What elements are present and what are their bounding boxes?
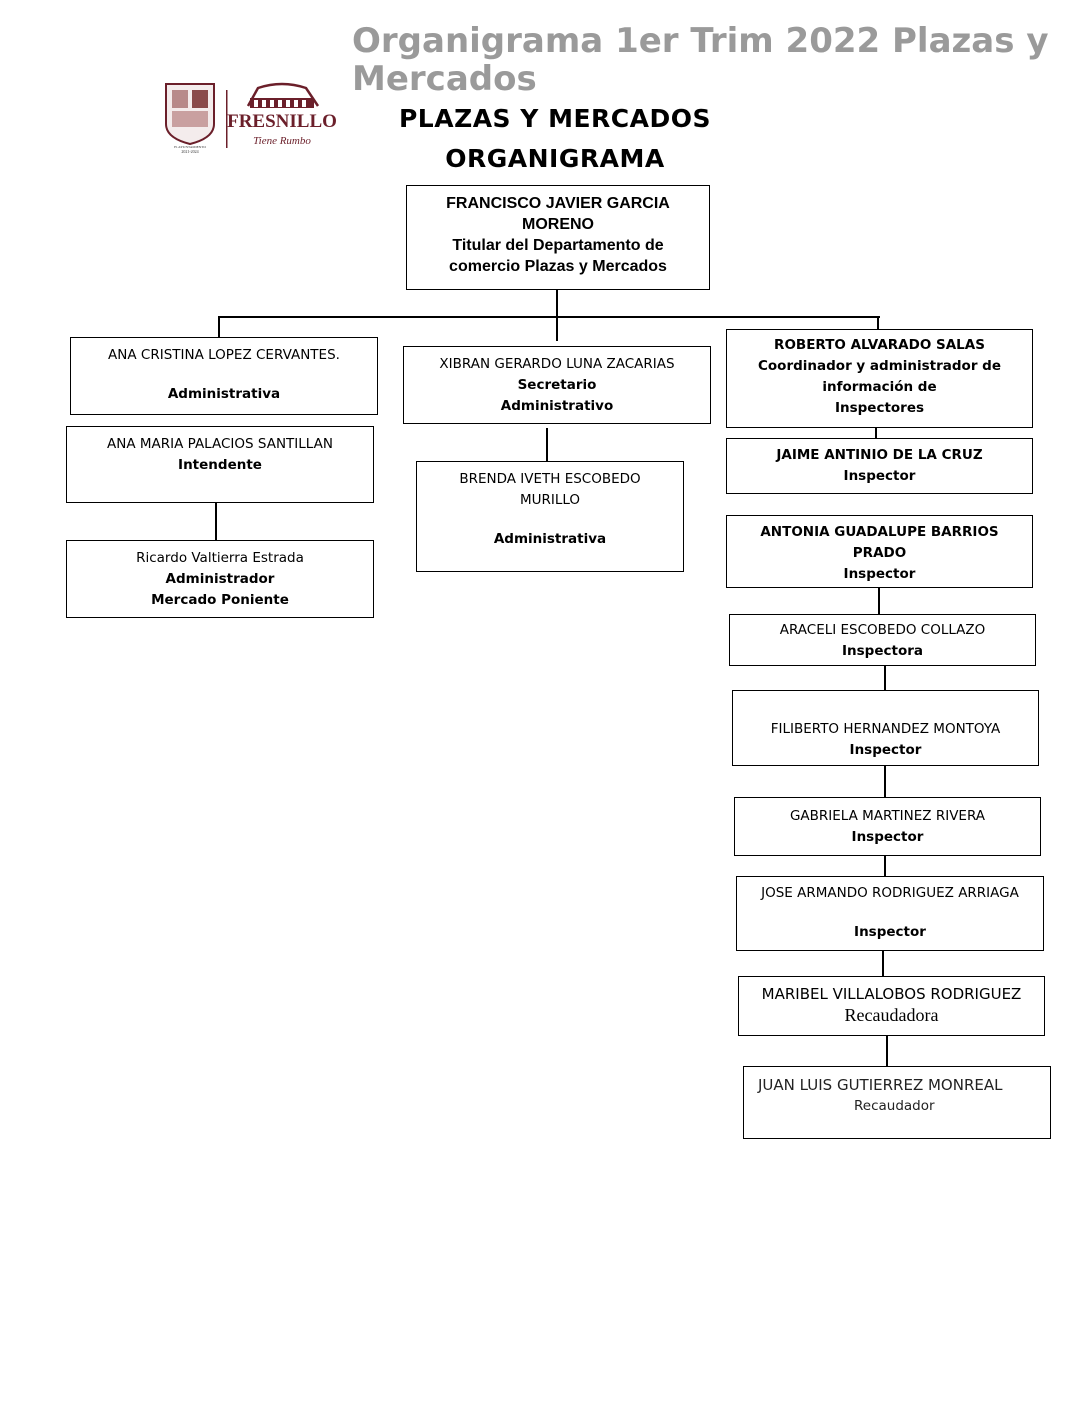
right-8-name: MARIBEL VILLALOBOS RODRIGUEZ: [761, 985, 1022, 1003]
right-6-role: Inspector: [851, 829, 924, 845]
org-box-left-1: ANA CRISTINA LOPEZ CERVANTES. Administra…: [70, 337, 378, 415]
right-8-role: Recaudadora: [844, 1005, 939, 1025]
org-box-right-5: FILIBERTO HERNANDEZ MONTOYA Inspector: [732, 690, 1039, 766]
connector-right-6-7: [884, 855, 886, 877]
org-box-right-8: MARIBEL VILLALOBOS RODRIGUEZ Recaudadora: [738, 976, 1045, 1036]
connector-right-3-4: [878, 587, 880, 615]
middle-2-name-line-2: MURILLO: [519, 492, 581, 508]
left-1-name: ANA CRISTINA LOPEZ CERVANTES.: [108, 347, 340, 363]
connector-right-5-6: [884, 765, 886, 797]
chart-heading-line-1: PLAZAS Y MERCADOS: [398, 104, 711, 133]
connector-middle-1-2: [546, 428, 548, 461]
middle-1-name: XIBRAN GERARDO LUNA ZACARIAS: [439, 356, 675, 372]
org-box-right-7: JOSE ARMANDO RODRIGUEZ ARRIAGA Inspector: [736, 876, 1044, 951]
connector-right-4-5: [884, 665, 886, 691]
right-9-name: JUAN LUIS GUTIERREZ MONREAL: [758, 1076, 1003, 1094]
right-4-name: ARACELI ESCOBEDO COLLAZO: [779, 622, 986, 638]
head-name-line-1: FRANCISCO JAVIER GARCIA: [446, 195, 670, 212]
middle-2-name-line-1: BRENDA IVETH ESCOBEDO: [459, 471, 641, 487]
document-title-line-1: Organigrama 1er Trim 2022 Plazas y: [352, 21, 1049, 61]
connector-right-8-9: [886, 1035, 888, 1067]
middle-1-role-line-2: Administrativo: [500, 398, 614, 414]
right-5-name: FILIBERTO HERNANDEZ MONTOYA: [770, 721, 1001, 737]
org-box-middle-1: XIBRAN GERARDO LUNA ZACARIAS Secretario …: [403, 346, 711, 424]
right-1-role-line-2: información de: [822, 379, 937, 395]
head-role-line-1: Titular del Departamento de: [452, 237, 664, 254]
left-3-role-line-2: Mercado Poniente: [151, 592, 289, 608]
document-title: Organigrama 1er Trim 2022 Plazas y Merca…: [352, 22, 1052, 98]
logo-divider: [226, 90, 228, 148]
org-box-right-1: ROBERTO ALVARADO SALAS Coordinador y adm…: [726, 329, 1033, 428]
logo-wordmark: FRESNILLO: [227, 111, 337, 132]
connector-left-2-3: [215, 502, 217, 540]
right-7-role: Inspector: [854, 924, 926, 940]
logo-tagline: Tiene Rumbo: [253, 135, 311, 147]
municipal-seal-icon: H. AYUNTAMIENTO 2021-2024: [165, 83, 215, 154]
org-box-right-9: JUAN LUIS GUTIERREZ MONREAL Recaudador: [743, 1066, 1051, 1139]
svg-text:2021-2024: 2021-2024: [181, 149, 198, 154]
left-1-role: Administrativa: [167, 386, 281, 402]
org-box-right-4: ARACELI ESCOBEDO COLLAZO Inspectora: [729, 614, 1036, 666]
chart-heading-line-2: ORGANIGRAMA: [445, 144, 665, 173]
fresnillo-logo: H. AYUNTAMIENTO 2021-2024 FRESNILLO Tien…: [165, 82, 337, 154]
connector-horizontal-bus: [218, 316, 880, 318]
right-7-name: JOSE ARMANDO RODRIGUEZ ARRIAGA: [761, 885, 1019, 901]
right-3-name-line-2: PRADO: [852, 545, 907, 561]
left-2-role: Intendente: [178, 457, 262, 473]
right-1-role-line-3: Inspectores: [834, 400, 925, 416]
org-box-left-2: ANA MARIA PALACIOS SANTILLAN Intendente: [66, 426, 374, 503]
right-5-role: Inspector: [849, 742, 922, 758]
left-3-role-line-1: Administrador: [165, 571, 275, 587]
connector-head-down: [556, 289, 558, 341]
right-4-role: Inspectora: [842, 643, 923, 659]
connector-to-right-column: [877, 316, 879, 330]
right-3-role: Inspector: [843, 566, 916, 582]
left-3-name: Ricardo Valtierra Estrada: [136, 550, 304, 566]
right-9-role: Recaudador: [854, 1098, 935, 1114]
right-3-name-line-1: ANTONIA GUADALUPE BARRIOS: [760, 524, 999, 540]
right-6-name: GABRIELA MARTINEZ RIVERA: [789, 808, 986, 824]
right-2-role: Inspector: [843, 468, 916, 484]
org-box-right-6: GABRIELA MARTINEZ RIVERA Inspector: [734, 797, 1041, 856]
head-role-line-2: comercio Plazas y Mercados: [449, 258, 667, 275]
org-box-head: FRANCISCO JAVIER GARCIA MORENO Titular d…: [406, 185, 710, 290]
document-title-line-2: Mercados: [352, 59, 537, 99]
right-1-role-line-1: Coordinador y administrador de: [758, 358, 1001, 374]
head-name-line-2: MORENO: [522, 216, 594, 233]
right-2-name: JAIME ANTINIO DE LA CRUZ: [776, 447, 983, 463]
left-2-name: ANA MARIA PALACIOS SANTILLAN: [107, 436, 333, 452]
connector-right-7-8: [882, 950, 884, 977]
middle-1-role-line-1: Secretario: [517, 377, 597, 393]
svg-text:H. AYUNTAMIENTO: H. AYUNTAMIENTO: [174, 145, 206, 149]
connector-right-1-2: [875, 428, 877, 439]
fresnillo-building-icon: [246, 82, 320, 108]
org-box-left-3: Ricardo Valtierra Estrada Administrador …: [66, 540, 374, 618]
connector-to-left-column: [218, 316, 220, 338]
org-box-right-2: JAIME ANTINIO DE LA CRUZ Inspector: [726, 438, 1033, 494]
right-1-name: ROBERTO ALVARADO SALAS: [774, 337, 985, 353]
middle-2-role: Administrativa: [493, 531, 607, 547]
org-box-right-3: ANTONIA GUADALUPE BARRIOS PRADO Inspecto…: [726, 515, 1033, 588]
org-box-middle-2: BRENDA IVETH ESCOBEDO MURILLO Administra…: [416, 461, 684, 572]
